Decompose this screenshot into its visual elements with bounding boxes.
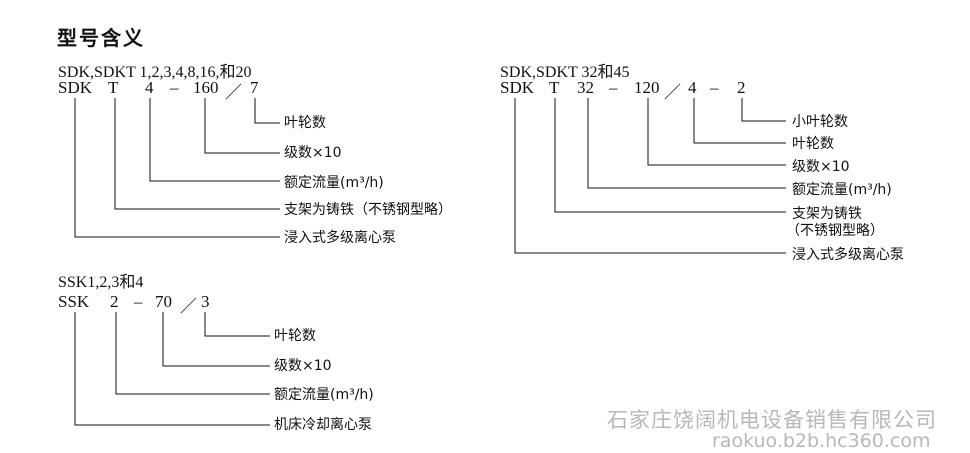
code-part: 2 — [110, 292, 119, 311]
diagram-2-header: SDK,SDKT 32和45 — [500, 64, 630, 81]
watermark-website: raokuo.b2b.hc360.com — [712, 430, 931, 452]
description-label: 级数×10 — [274, 358, 332, 374]
description-label: 级数×10 — [284, 145, 342, 161]
code-part: 32 — [577, 78, 594, 97]
connector-line — [693, 98, 786, 144]
watermark-company: 石家庄饶阔机电设备销售有限公司 — [607, 408, 937, 432]
description-label: 叶轮数 — [284, 115, 326, 131]
description-label: 浸入式多级离心泵 — [792, 247, 904, 263]
connector-line — [254, 98, 280, 124]
code-part: T — [108, 78, 119, 97]
code-part: – — [134, 292, 143, 311]
description-label: 额定流量(m³/h) — [274, 387, 374, 403]
connector-line — [74, 312, 270, 426]
connector-line — [162, 312, 270, 367]
code-part: 120 — [634, 78, 660, 97]
description-label: 支架为铸铁（不锈钢型略） — [284, 202, 452, 218]
description-label: 支架为铸铁 — [792, 206, 862, 222]
description-label: 级数×10 — [792, 159, 850, 175]
description-label: 叶轮数 — [274, 328, 316, 344]
description-label: 机床冷却离心泵 — [274, 417, 372, 433]
code-part: 7 — [250, 78, 259, 97]
code-part: – — [609, 78, 618, 97]
code-part: ／ — [225, 83, 242, 102]
code-part: ／ — [664, 83, 681, 102]
code-part: 3 — [201, 292, 210, 311]
code-part: 4 — [145, 78, 154, 97]
code-part: 70 — [155, 292, 172, 311]
description-label: （不锈钢型略） — [786, 223, 884, 239]
connector-line — [514, 98, 786, 254]
connector-line — [647, 98, 786, 166]
code-part: SDK — [58, 78, 93, 97]
connector-line — [115, 312, 270, 395]
code-part: – — [710, 78, 719, 97]
diagram-3-header: SSK1,2,3和4 — [58, 274, 144, 291]
description-label: 额定流量(m³/h) — [792, 182, 892, 198]
code-part: – — [170, 78, 179, 97]
diagram-1-header: SDK,SDKT 1,2,3,4,8,16,和20 — [58, 64, 252, 81]
connector-line — [149, 98, 280, 182]
description-label: 浸入式多级离心泵 — [284, 230, 396, 246]
page-title: 型号含义 — [57, 26, 145, 50]
code-part: 2 — [737, 78, 746, 97]
code-part: 160 — [193, 78, 219, 97]
code-part: ／ — [180, 297, 197, 316]
code-part: T — [549, 78, 560, 97]
code-part: SDK — [500, 78, 535, 97]
connector-line — [587, 98, 786, 189]
description-label: 叶轮数 — [792, 136, 834, 152]
connector-line — [204, 312, 270, 337]
code-part: SSK — [58, 292, 90, 311]
connector-line — [74, 98, 280, 238]
connector-line — [741, 98, 786, 122]
description-label: 小叶轮数 — [792, 114, 848, 130]
connector-line — [204, 98, 280, 154]
description-label: 额定流量(m³/h) — [284, 175, 384, 191]
connector-line — [554, 98, 786, 213]
code-part: 4 — [688, 78, 697, 97]
connector-line — [114, 98, 280, 210]
